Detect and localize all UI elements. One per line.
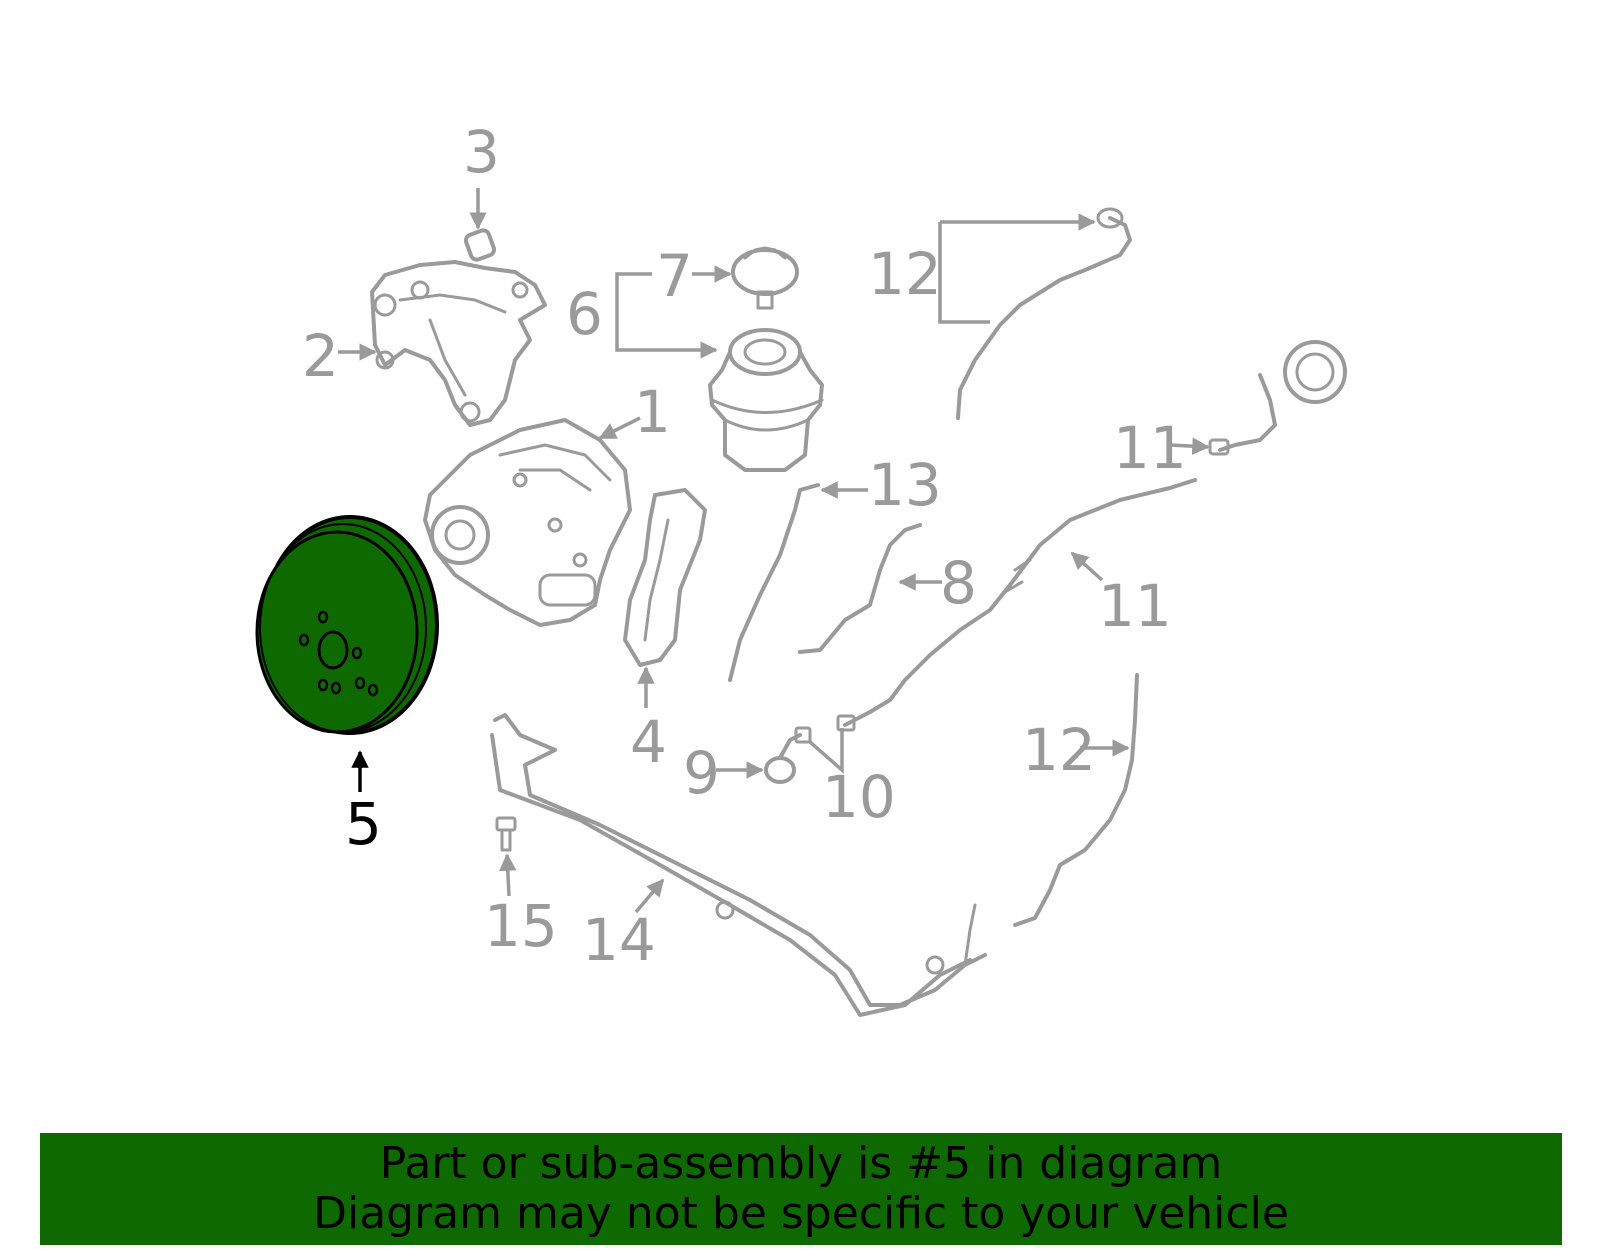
callout-5: 5 bbox=[345, 790, 382, 858]
callout-11-upper: 11 bbox=[1113, 414, 1187, 482]
callout-7: 7 bbox=[656, 242, 693, 310]
callout-9: 9 bbox=[683, 739, 720, 807]
part-11-upper-line bbox=[1208, 340, 1347, 456]
callout-12-upper: 12 bbox=[868, 240, 942, 308]
info-banner: Part or sub-assembly is #5 in diagram Di… bbox=[40, 1133, 1562, 1245]
callout-3: 3 bbox=[463, 118, 500, 186]
callout-12-lower: 12 bbox=[1022, 716, 1096, 784]
part-4-bracket bbox=[623, 488, 707, 667]
part-12-lower-line bbox=[1013, 673, 1139, 927]
part-10-fitting bbox=[836, 714, 856, 732]
callout-10: 10 bbox=[822, 763, 896, 831]
part-2-bracket bbox=[370, 260, 547, 427]
part-9-fitting bbox=[764, 726, 812, 784]
callout-2: 2 bbox=[302, 322, 339, 390]
part-12-upper-line bbox=[956, 207, 1132, 420]
part-1-pump bbox=[423, 418, 632, 627]
callout-14: 14 bbox=[582, 906, 656, 974]
banner-line-2: Diagram may not be specific to your vehi… bbox=[313, 1188, 1289, 1239]
part-3-bushing bbox=[463, 228, 497, 262]
part-11-lower-line bbox=[843, 478, 1197, 727]
callout-11-lower: 11 bbox=[1098, 572, 1172, 640]
callout-labels: 1 2 3 4 5 6 7 8 9 10 11 11 12 12 13 14 1… bbox=[302, 118, 1187, 974]
part-15-bolt bbox=[495, 816, 517, 852]
callout-6: 6 bbox=[566, 280, 603, 348]
callout-1: 1 bbox=[634, 378, 671, 446]
leader-lines bbox=[338, 188, 1210, 914]
banner-line-1: Part or sub-assembly is #5 in diagram bbox=[379, 1138, 1223, 1189]
part-7-cap bbox=[731, 246, 799, 310]
callout-13: 13 bbox=[868, 451, 942, 519]
part-8-hose bbox=[798, 523, 922, 654]
callout-4: 4 bbox=[630, 708, 667, 776]
callout-15: 15 bbox=[484, 892, 558, 960]
part-14-return-line bbox=[490, 713, 987, 1017]
part-6-reservoir bbox=[708, 328, 824, 472]
part-13-hose bbox=[728, 483, 820, 682]
callout-8: 8 bbox=[940, 549, 977, 617]
part-5-pulley bbox=[255, 515, 439, 735]
